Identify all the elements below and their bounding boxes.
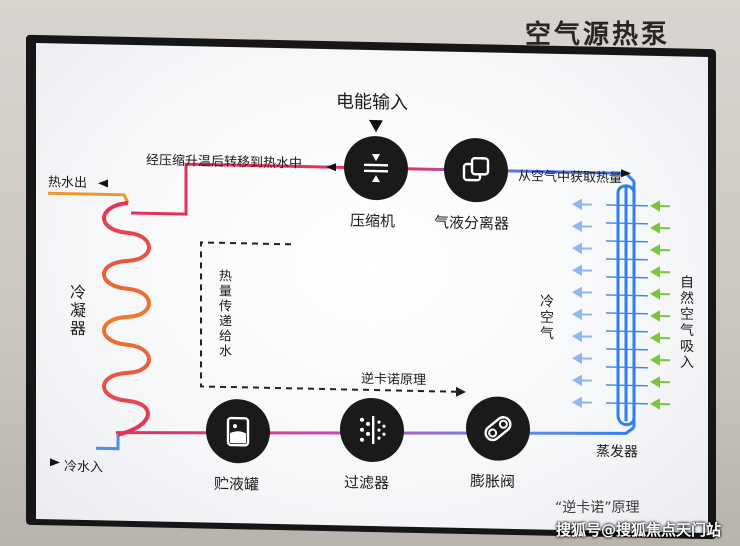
condenser-coil [102, 200, 151, 437]
compressor-label: 压缩机 [350, 211, 396, 231]
filter-label: 过滤器 [344, 473, 390, 493]
power-input-arrow [369, 119, 383, 133]
evaporator-fins [606, 204, 648, 405]
absorb-note-label: 从空气中获取热量 [518, 169, 623, 187]
overlapping-squares-icon [444, 137, 508, 203]
liquid-tank-icon [206, 398, 270, 464]
filter-dots-icon [340, 397, 404, 463]
hot-water-out-label: 热水出 [48, 175, 88, 192]
hot-water-pipe [48, 191, 130, 204]
condenser-label: 冷凝器 [67, 283, 86, 339]
absorb-note-arrow [621, 169, 631, 178]
heat-transfer-label: 热量传递给水 [216, 268, 231, 360]
principle-arrow-head [456, 386, 466, 397]
top-refrigerant-line [131, 162, 636, 216]
principle-label: 逆卡诺原理 [361, 371, 427, 389]
hot-water-out-arrow [98, 179, 108, 188]
power-input-label: 电能输入 [336, 91, 408, 114]
evaporator-label: 蒸发器 [596, 443, 638, 461]
reservoir-label: 贮液罐 [214, 474, 260, 494]
heat-transfer-dashed-path [200, 241, 456, 393]
natural-air-in-label: 自然空气吸入 [678, 274, 694, 371]
chain-link-valve-icon [466, 395, 530, 462]
evaporator-coil [616, 181, 636, 428]
compressor-icon [344, 135, 408, 201]
heat-pump-diagram [48, 119, 670, 467]
caption-partial: “逆卡诺”原理 [555, 500, 640, 516]
compress-note-arrow [326, 163, 336, 172]
expansion-valve-label: 膨胀阀 [470, 472, 516, 491]
display-screen: 电能输入 经压缩升温后转移到热水中 从空气中获取热量 热水出 冷水入 冷凝器 热… [36, 42, 708, 534]
compress-note-label: 经压缩升温后转移到热水中 [146, 153, 303, 172]
separator-label: 气液分离器 [434, 213, 510, 233]
watermark: 搜狐号@搜狐焦点天门站 [556, 521, 722, 539]
cold-water-pipe [96, 434, 120, 451]
cold-water-in-arrow [50, 458, 60, 467]
cold-air-label: 冷空气 [538, 293, 554, 342]
cold-air-arrows [571, 198, 592, 409]
natural-air-arrows [649, 200, 670, 410]
bottom-refrigerant-line [115, 426, 635, 435]
cold-water-in-label: 冷水入 [64, 459, 104, 476]
